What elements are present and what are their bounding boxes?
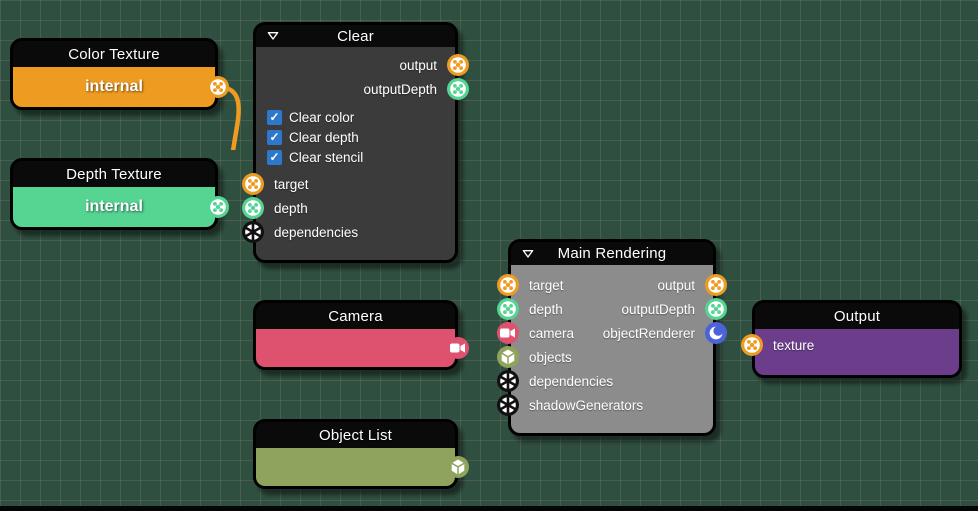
node-title: Depth Texture: [13, 161, 215, 187]
node-title: Color Texture: [13, 41, 215, 67]
node-output[interactable]: Output texture: [752, 300, 962, 378]
mr-outputdepth-port[interactable]: [704, 297, 728, 321]
node-title: Object List: [256, 422, 455, 448]
clear-output-port[interactable]: [446, 53, 470, 77]
clear-depth-checkbox[interactable]: ✓: [267, 129, 282, 145]
swirl-icon: [704, 321, 728, 345]
color-texture-output-port[interactable]: [206, 75, 230, 99]
node-clear[interactable]: Clear output outputDepth ✓ Clear color ✓…: [253, 22, 458, 263]
node-color-texture[interactable]: Color Texture internal: [10, 38, 218, 110]
reel-icon: [241, 196, 265, 220]
input-row: texture: [755, 333, 959, 357]
mr-dependencies-port[interactable]: [496, 369, 520, 393]
input-row: objects: [511, 345, 713, 369]
camera-output-port[interactable]: [446, 336, 470, 360]
cube-icon: [446, 455, 470, 479]
output-row: outputDepth: [256, 77, 455, 101]
node-depth-texture[interactable]: Depth Texture internal: [10, 158, 218, 230]
reel-icon: [241, 172, 265, 196]
clear-target-port[interactable]: [241, 172, 265, 196]
texture-value-label: internal: [85, 198, 143, 215]
clear-stencil-checkbox[interactable]: ✓: [267, 149, 282, 165]
reel-icon: [704, 297, 728, 321]
node-title: Camera: [256, 303, 455, 329]
mr-objectrenderer-port[interactable]: [704, 321, 728, 345]
mr-camera-port[interactable]: [496, 321, 520, 345]
input-row: depth: [256, 196, 455, 220]
node-camera[interactable]: Camera: [253, 300, 458, 370]
checkbox-row: ✓ Clear stencil: [256, 147, 455, 167]
input-row: dependencies: [256, 220, 455, 244]
io-row: target output: [511, 273, 713, 297]
reel-icon: [206, 195, 230, 219]
reel-icon: [740, 333, 764, 357]
output-row: output: [256, 53, 455, 77]
depth-texture-output-port[interactable]: [206, 195, 230, 219]
clear-outputdepth-port[interactable]: [446, 77, 470, 101]
clear-color-checkbox[interactable]: ✓: [267, 109, 282, 125]
reel-icon: [496, 273, 520, 297]
input-row: dependencies: [511, 369, 713, 393]
clear-depth-port[interactable]: [241, 196, 265, 220]
checkbox-row: ✓ Clear color: [256, 107, 455, 127]
wheel-icon: [496, 369, 520, 393]
camera-icon: [496, 321, 520, 345]
node-main-rendering[interactable]: Main Rendering target output depth outpu…: [508, 239, 716, 436]
node-title: Main Rendering: [511, 242, 713, 265]
camera-icon: [446, 336, 470, 360]
reel-icon: [446, 77, 470, 101]
io-row: camera objectRenderer: [511, 321, 713, 345]
mr-shadowgenerators-port[interactable]: [496, 393, 520, 417]
wheel-icon: [496, 393, 520, 417]
cube-icon: [496, 345, 520, 369]
input-row: target: [256, 172, 455, 196]
clear-dependencies-port[interactable]: [241, 220, 265, 244]
reel-icon: [206, 75, 230, 99]
texture-value-label: internal: [85, 78, 143, 95]
mr-depth-port[interactable]: [496, 297, 520, 321]
input-row: shadowGenerators: [511, 393, 713, 417]
node-title: Output: [755, 303, 959, 329]
io-row: depth outputDepth: [511, 297, 713, 321]
reel-icon: [496, 297, 520, 321]
collapse-arrow-icon[interactable]: [265, 28, 281, 44]
object-list-output-port[interactable]: [446, 455, 470, 479]
reel-icon: [704, 273, 728, 297]
mr-output-port[interactable]: [704, 273, 728, 297]
reel-icon: [446, 53, 470, 77]
collapse-arrow-icon[interactable]: [520, 246, 536, 262]
wheel-icon: [241, 220, 265, 244]
checkbox-row: ✓ Clear depth: [256, 127, 455, 147]
output-texture-port[interactable]: [740, 333, 764, 357]
node-object-list[interactable]: Object List: [253, 419, 458, 489]
mr-target-port[interactable]: [496, 273, 520, 297]
node-title: Clear: [256, 25, 455, 47]
mr-objects-port[interactable]: [496, 345, 520, 369]
